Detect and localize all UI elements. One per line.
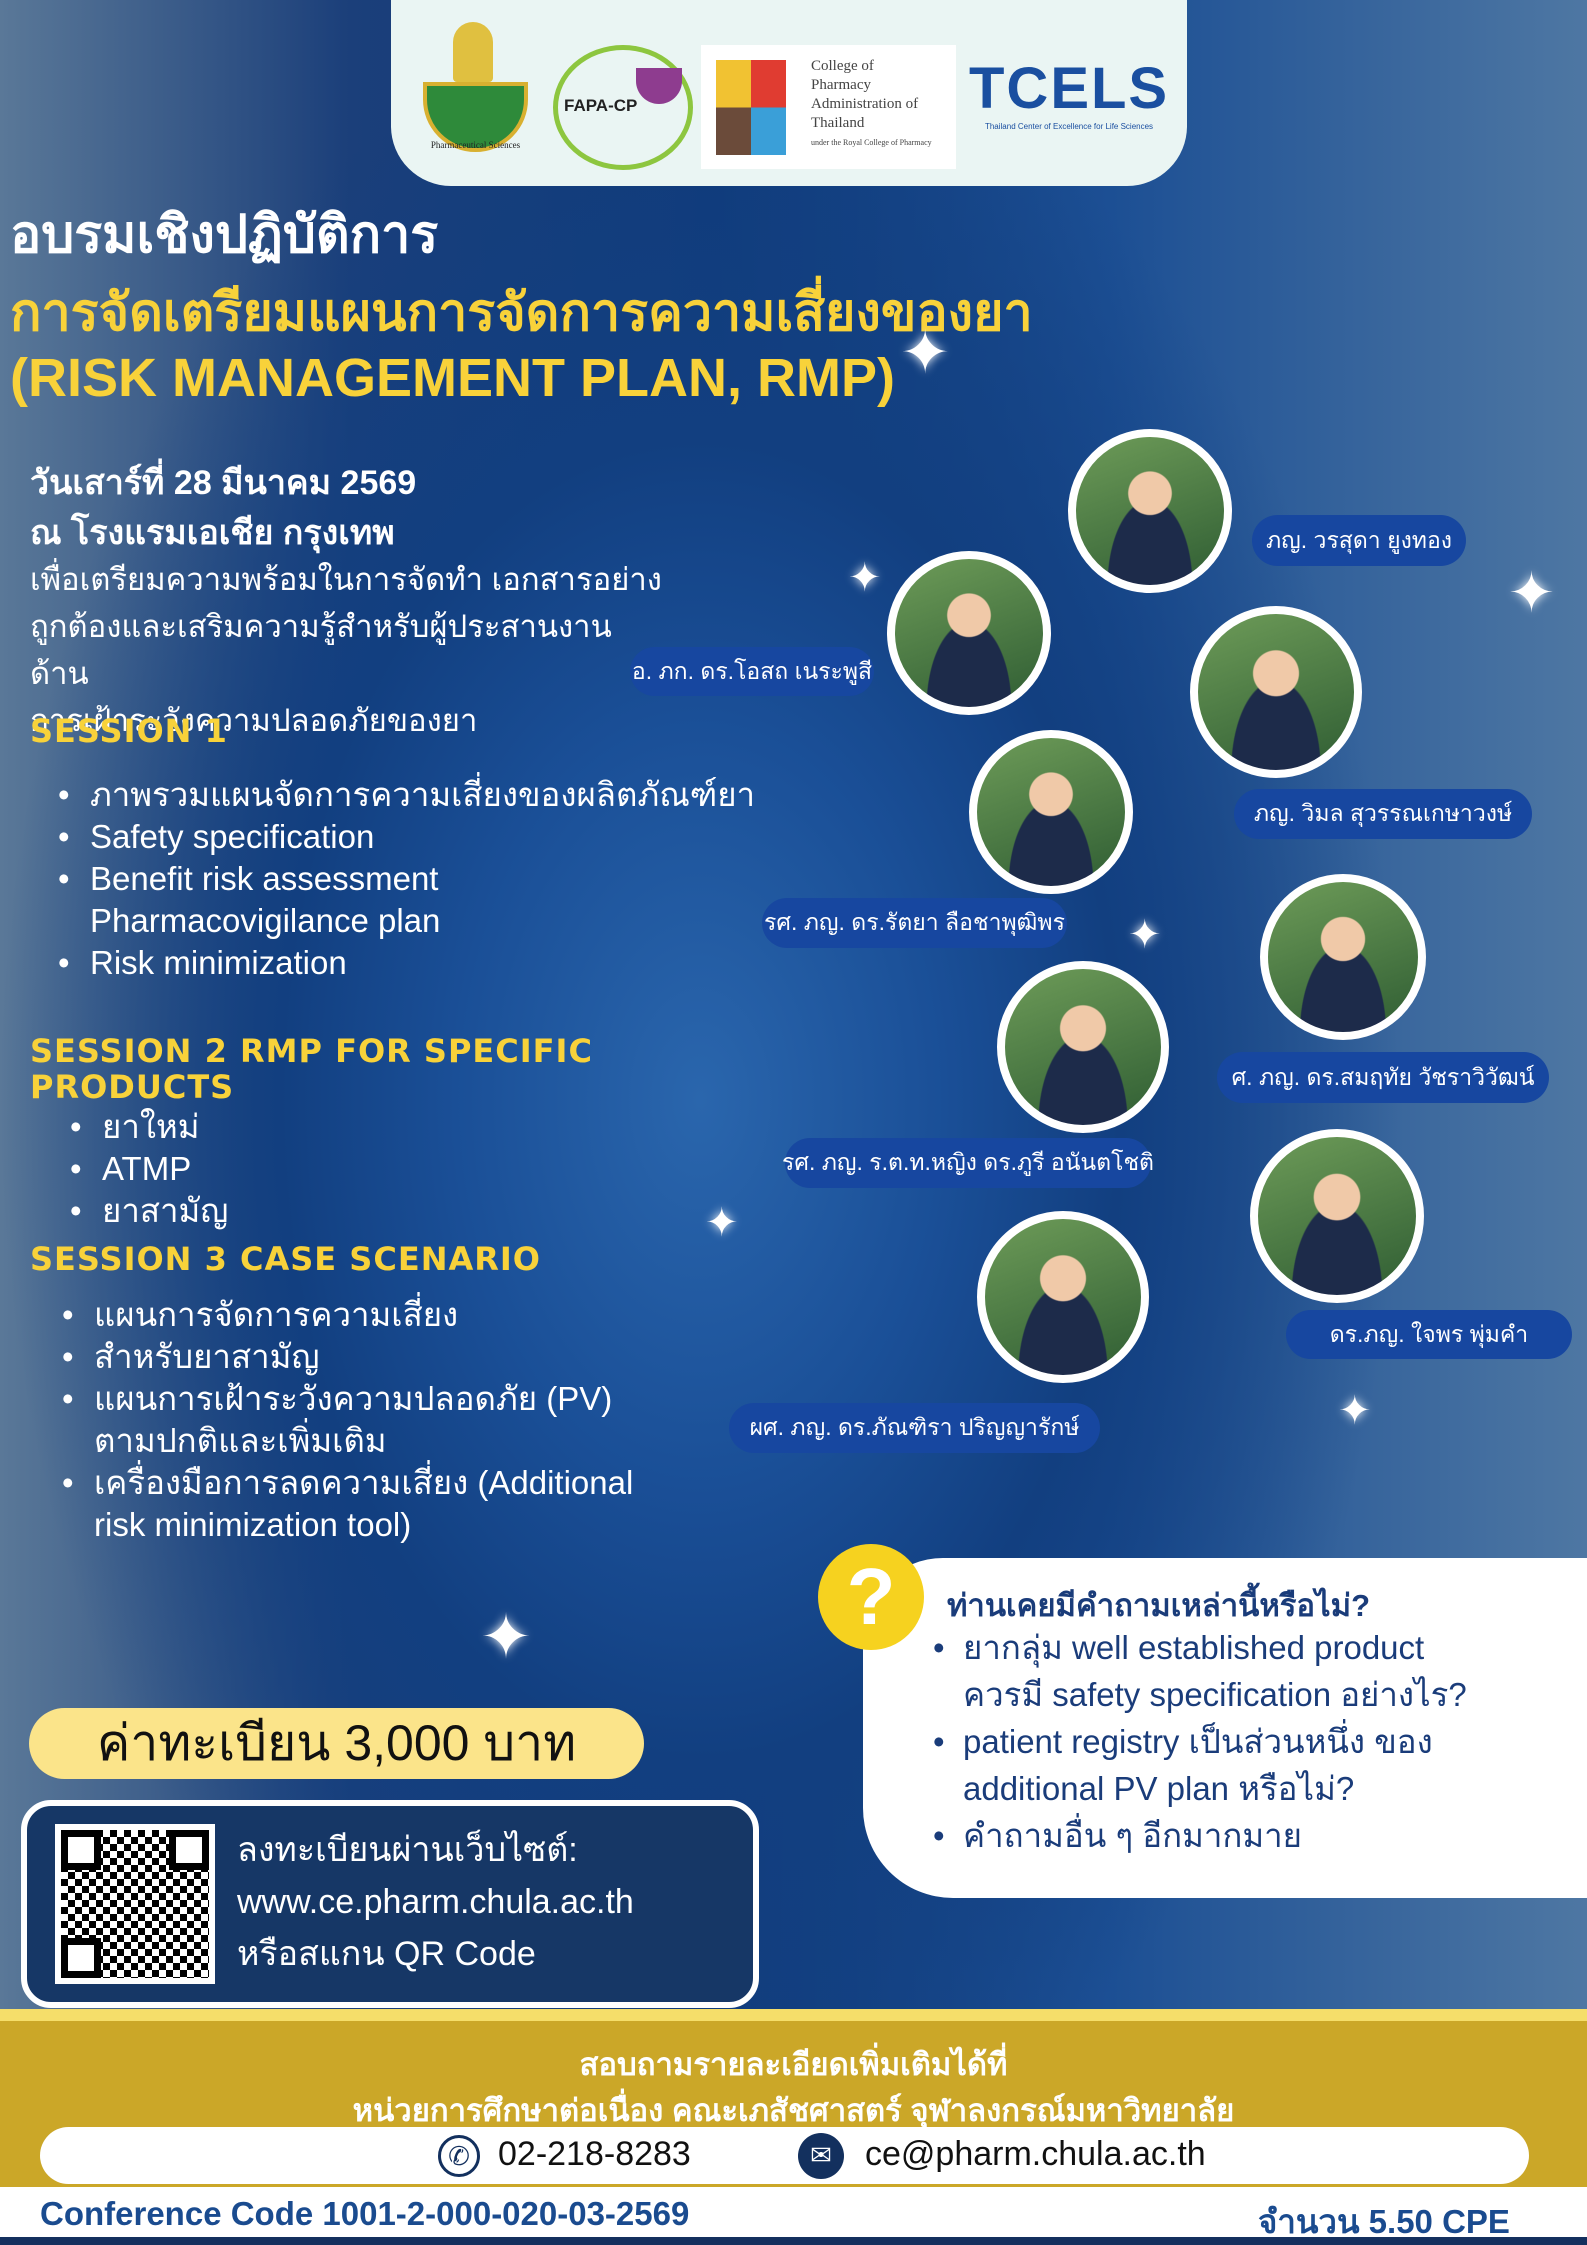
speaker-name: ศ. ภญ. ดร.สมฤทัย วัชราวิวัฒน์ [1217, 1052, 1549, 1103]
sparkle-icon: ✦ [480, 1603, 532, 1672]
phone-number[interactable]: 02-218-8283 [498, 2135, 691, 2173]
speaker-photo [977, 1211, 1149, 1383]
contact-pill: ✆ 02-218-8283 ✉ ce@pharm.chula.ac.th [40, 2127, 1529, 2184]
sparkle-icon: ✦ [1338, 1389, 1372, 1433]
speaker-photo [1250, 1129, 1424, 1303]
event-description: เพื่อเตรียมความพร้อมในการจัดทำ เอกสารอย่… [30, 562, 662, 738]
list-item: ยาสามัญ [70, 1190, 228, 1232]
question-mark-icon: ? [818, 1544, 924, 1650]
speaker-name: อ. ภก. ดร.โอสถ เนระพูสี [630, 647, 874, 696]
registration-fee: ค่าทะเบียน 3,000 บาท [29, 1708, 644, 1779]
list-item: Risk minimization [58, 942, 755, 984]
sparkle-icon: ✦ [848, 556, 882, 600]
list-item: risk minimization tool) [94, 1506, 412, 1543]
list-item: Safety specification [58, 816, 755, 858]
list-item: ตามปกติและเพิ่มเติม [94, 1422, 387, 1459]
email-icon: ✉ [798, 2133, 844, 2179]
list-item: Pharmacovigilance plan [90, 902, 441, 939]
list-item: ภาพรวมแผนจัดการความเสี่ยงของผลิตภัณฑ์ยา [58, 774, 755, 816]
registration-box: ลงทะเบียนผ่านเว็บไซต์: www.ce.pharm.chul… [21, 1800, 759, 2008]
sparkle-icon: ✦ [705, 1201, 739, 1245]
list-item: เครื่องมือการลดความเสี่ยง (Additional [62, 1462, 633, 1504]
questions-bubble: ท่านเคยมีคำถามเหล่านี้หรือไม่? •ยากลุ่ม … [863, 1558, 1587, 1898]
registration-link[interactable]: www.ce.pharm.chula.ac.th [237, 1883, 634, 1921]
speaker-name: ภญ. วิมล สุวรรณเกษาวงษ์ [1234, 789, 1532, 839]
speaker-photo [969, 730, 1133, 894]
cpe-credits: จำนวน 5.50 CPE [1258, 2203, 1510, 2240]
session-3-title: SESSION 3 CASE SCENARIO [30, 1240, 541, 1278]
speaker-name: รศ. ภญ. ดร.รัตยา ลือชาพุฒิพร [762, 898, 1067, 948]
sparkle-icon: ✦ [900, 319, 951, 386]
speaker-name: ภญ. วรสุดา ยูงทอง [1252, 515, 1466, 566]
contact-unit: หน่วยการศึกษาต่อเนื่อง คณะเภสัชศาสตร์ จุ… [352, 2093, 1235, 2128]
speaker-photo [887, 551, 1051, 715]
speaker-name: รศ. ภญ. ร.ต.ท.หญิง ดร.ภูรี อนันตโชติ [782, 1138, 1154, 1188]
event-venue: ณ โรงแรมเอเชีย กรุงเทพ [30, 514, 395, 552]
qr-code[interactable] [55, 1824, 215, 1984]
speaker-photo [997, 961, 1169, 1133]
event-date: วันเสาร์ที่ 28 มีนาคม 2569 [30, 464, 417, 502]
email-address[interactable]: ce@pharm.chula.ac.th [865, 2135, 1206, 2173]
session-3-list: แผนการจัดการความเสี่ยง สำหรับยาสามัญ แผน… [62, 1294, 633, 1546]
speaker-photo [1068, 429, 1232, 593]
session-1-title: SESSION 1 [30, 712, 228, 750]
list-item: ยาใหม่ [70, 1106, 228, 1148]
contact-heading: สอบถามรายละเอียดเพิ่มเติมได้ที่ [579, 2047, 1008, 2082]
conference-code: Conference Code 1001-2-000-020-03-2569 [40, 2195, 690, 2232]
questions-title: ท่านเคยมีคำถามเหล่านี้หรือไม่? [947, 1588, 1371, 1623]
fapa-cp-logo: FAPA-CP [553, 45, 693, 170]
speaker-photo [1260, 874, 1426, 1040]
speaker-name: ผศ. ภญ. ดร.ภัณฑิรา ปริญญารักษ์ [729, 1403, 1100, 1453]
speaker-photo [1190, 606, 1362, 778]
tcels-logo: TCELS Thailand Center of Excellence for … [969, 56, 1170, 131]
sparkle-icon: ✦ [1128, 913, 1162, 957]
logo-bar: Pharmaceutical Sciences FAPA-CP College … [391, 0, 1187, 186]
list-item: สำหรับยาสามัญ [62, 1336, 633, 1378]
faculty-logo: Pharmaceutical Sciences [413, 22, 538, 167]
title-line-2: การจัดเตรียมแผนการจัดการความเสี่ยงของยา [10, 284, 1033, 342]
sparkle-icon: ✦ [1508, 561, 1555, 624]
title-line-1: อบรมเชิงปฏิบัติการ [10, 206, 439, 264]
questions-list: •ยากลุ่ม well established product ควรมี … [933, 1629, 1467, 1854]
footer: Conference Code 1001-2-000-020-03-2569 จ… [0, 2187, 1587, 2245]
session-2-list: ยาใหม่ ATMP ยาสามัญ [70, 1106, 228, 1232]
speaker-name: ดร.ภญ. ใจพร พุ่มคำ [1286, 1310, 1572, 1359]
title-line-3: (RISK MANAGEMENT PLAN, RMP) [10, 348, 895, 408]
list-item: แผนการเฝ้าระวังความปลอดภัย (PV) [62, 1378, 633, 1420]
list-item: ATMP [70, 1148, 228, 1190]
registration-text: ลงทะเบียนผ่านเว็บไซต์: www.ce.pharm.chul… [237, 1831, 634, 1973]
session-1-list: ภาพรวมแผนจัดการความเสี่ยงของผลิตภัณฑ์ยา … [58, 774, 755, 984]
list-item: แผนการจัดการความเสี่ยง [62, 1294, 633, 1336]
phone-icon: ✆ [438, 2135, 480, 2177]
list-item: Benefit risk assessment [58, 858, 755, 900]
